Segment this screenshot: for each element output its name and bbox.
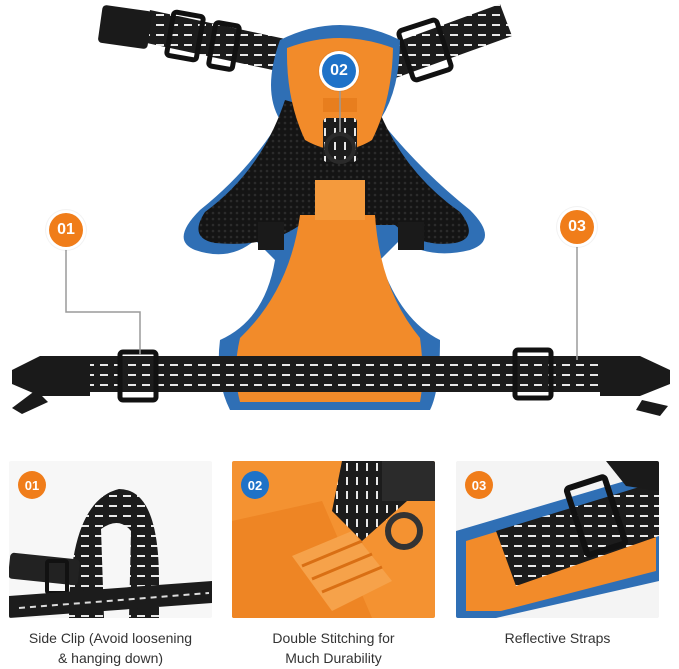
caption-side-clip-line2: & hanging down)	[57, 650, 164, 666]
callout-badge-01: 01	[49, 213, 83, 247]
side-clip-photo	[9, 461, 212, 618]
leash-loop	[323, 118, 357, 162]
callout-line-01	[65, 246, 141, 355]
feature-panel-double-stitching: 02	[232, 461, 435, 618]
caption-double-stitching-line1: Double Stitching for	[272, 630, 395, 646]
chest-panel-bottom	[236, 215, 423, 402]
harness-illustration	[12, 4, 670, 416]
feature-badge-03: 03	[465, 471, 493, 499]
caption-double-stitching: Double Stitching for Much Durability	[232, 628, 435, 668]
harness-mesh	[198, 100, 469, 244]
feature-badge-02: 02	[241, 471, 269, 499]
caption-double-stitching-line2: Much Durability	[285, 650, 382, 666]
feature-panel-side-clip: 01	[9, 461, 212, 618]
connector-patch	[315, 180, 365, 220]
d-ring	[324, 132, 356, 164]
reflective-straps-photo	[456, 461, 659, 618]
callout-badge-03: 03	[560, 210, 594, 244]
feature-badge-01: 01	[18, 471, 46, 499]
caption-side-clip-line1: Side Clip (Avoid loosening	[28, 630, 193, 646]
caption-side-clip: Side Clip (Avoid loosening & hanging dow…	[9, 628, 212, 668]
caption-reflective-straps-line1: Reflective Straps	[504, 630, 611, 646]
caption-reflective-straps: Reflective Straps	[456, 628, 659, 648]
callout-badge-02: 02	[322, 54, 356, 88]
belly-strap	[12, 347, 670, 416]
top-right-strap	[380, 4, 512, 83]
top-left-strap	[98, 5, 290, 72]
feature-panel-reflective-straps: 03	[456, 461, 659, 618]
